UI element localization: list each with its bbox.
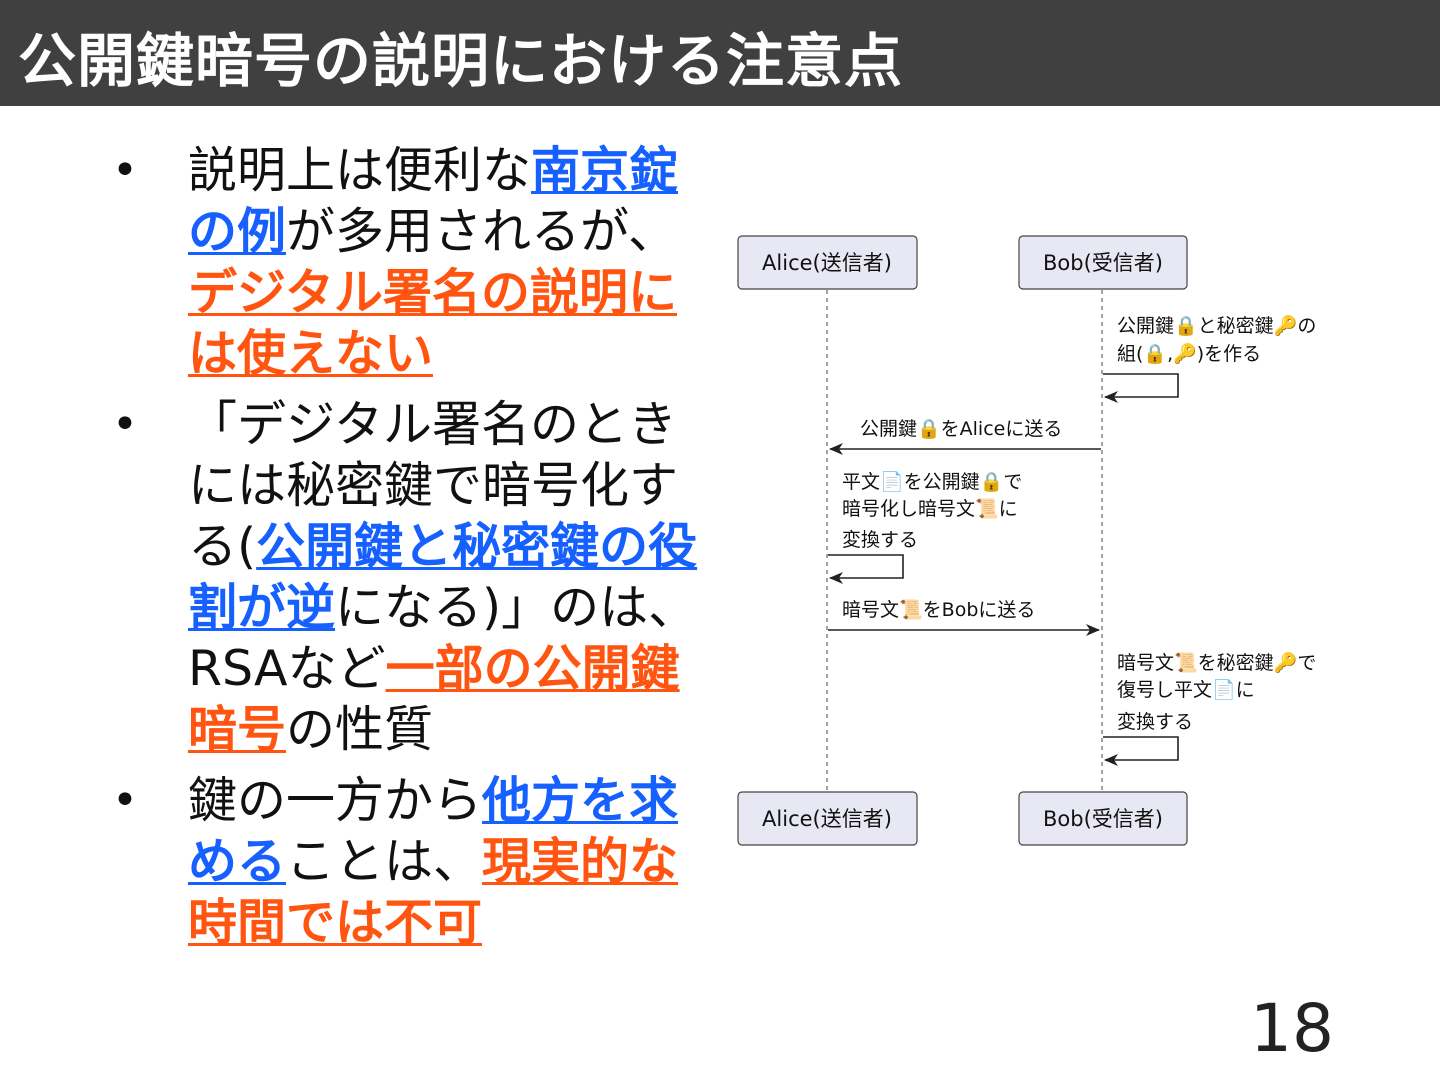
bullet-highlight-blue: 公開鍵と秘密鍵の役割が逆: [188, 518, 698, 636]
slide-title: 公開鍵暗号の説明における注意点: [18, 27, 904, 95]
bullet-highlight-blue: 南京錠の例: [188, 142, 679, 260]
bullet-text: 鍵の一方から: [188, 772, 483, 829]
bullet-dot: •: [112, 399, 138, 450]
message-1-label: 組(🔒,🔑)を作る: [1117, 342, 1261, 365]
bullet-highlight-red: 現実的な時間では不可: [188, 833, 679, 951]
bullet-dot: •: [112, 775, 138, 826]
message-3-self-arrow: [828, 554, 904, 584]
message-5-label: 変換する: [1117, 711, 1193, 733]
message-1-label: 公開鍵🔒と秘密鍵🔑の: [1117, 314, 1316, 337]
bullet-text: 「デジタル署名のときには秘密鍵で暗号化する(: [188, 396, 679, 575]
participant-alice-bottom: Alice(送信者): [737, 791, 918, 846]
message-5-label: 暗号文📜を秘密鍵🔑で: [1117, 651, 1316, 674]
bullet-text: ことは、: [286, 833, 483, 890]
bullet-highlight-red: デジタル署名の説明には使えない: [188, 264, 678, 382]
page-number: 18: [1250, 990, 1334, 1067]
participant-alice-top: Alice(送信者): [737, 235, 918, 290]
participant-bob-label: Bob(受信者): [1043, 807, 1163, 831]
participant-alice-label: Alice(送信者): [762, 251, 892, 275]
message-3-label: 変換する: [842, 529, 918, 551]
message-5-label: 復号し平文📄に: [1117, 678, 1255, 701]
bullet-dot: •: [112, 145, 138, 196]
title-bar: 公開鍵暗号の説明における注意点: [0, 0, 1440, 106]
bullet-list: • 説明上は便利な南京錠の例が多用されるが、デジタル署名の説明には使えない • …: [110, 140, 720, 963]
message-3-label: 平文📄を公開鍵🔒で: [842, 470, 1022, 493]
bullet-highlight-red: 一部の公開鍵暗号: [188, 640, 680, 758]
message-4-label: 暗号文📜をBobに送る: [842, 599, 1035, 621]
bullet-highlight-blue: 他方を求める: [188, 772, 679, 890]
bullet-text: が多用されるが、: [286, 203, 678, 260]
bullet-item: • 鍵の一方から他方を求めることは、現実的な時間では不可: [110, 770, 720, 953]
bullet-item: • 説明上は便利な南京錠の例が多用されるが、デジタル署名の説明には使えない: [110, 140, 720, 384]
message-2-label: 公開鍵🔒をAliceに送る: [860, 418, 1062, 440]
message-5-self-arrow: [1103, 736, 1179, 766]
participant-bob-top: Bob(受信者): [1018, 235, 1188, 290]
bullet-text: 説明上は便利な: [188, 142, 532, 199]
bullet-text: の性質: [286, 701, 434, 758]
bullet-text: になる)」のは、RSAなど: [188, 579, 698, 697]
participant-alice-label: Alice(送信者): [762, 807, 892, 831]
message-1-self-arrow: [1103, 373, 1179, 403]
message-3-label: 暗号化し暗号文📜に: [842, 498, 1018, 520]
participant-bob-bottom: Bob(受信者): [1018, 791, 1188, 846]
bullet-item: • 「デジタル署名のときには秘密鍵で暗号化する(公開鍵と秘密鍵の役割が逆になる)…: [110, 394, 720, 760]
participant-bob-label: Bob(受信者): [1043, 251, 1163, 275]
